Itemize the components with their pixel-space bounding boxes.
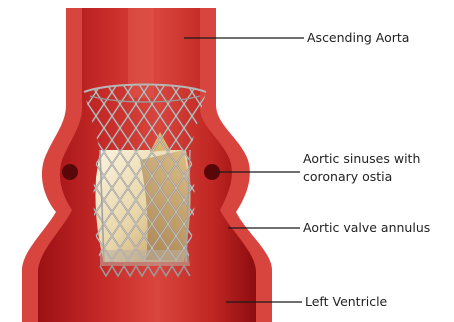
- stent-crown: [84, 85, 206, 151]
- stent-skirt: [100, 250, 190, 266]
- left-coronary-ostium: [62, 164, 78, 180]
- label-aortic-valve-annulus: Aortic valve annulus: [303, 220, 430, 235]
- transcatheter-valve: [84, 85, 206, 277]
- label-ascending-aorta: Ascending Aorta: [307, 30, 409, 45]
- stent-frame: [93, 148, 194, 262]
- label-aortic-sinuses-line2: coronary ostia: [303, 169, 392, 184]
- label-left-ventricle: Left Ventricle: [305, 294, 388, 309]
- label-aortic-sinuses-line1: Aortic sinuses with: [303, 151, 420, 166]
